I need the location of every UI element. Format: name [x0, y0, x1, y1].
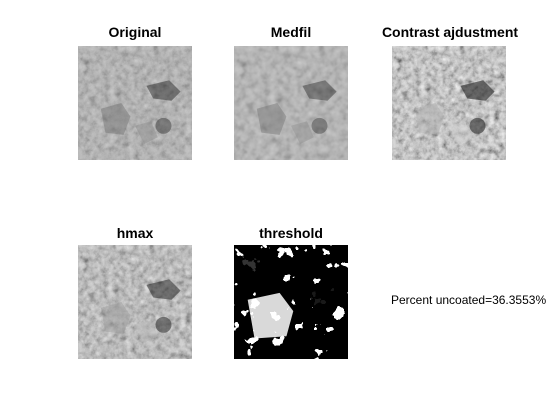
panel-title-original: Original	[108, 24, 162, 40]
image-contrast-adjustment	[392, 46, 506, 160]
panel-title-hmax: hmax	[116, 225, 154, 241]
panel-title-contrast-adjustment: Contrast ajdustment	[381, 24, 519, 40]
image-threshold	[234, 245, 348, 359]
image-hmax	[78, 245, 192, 359]
panel-title-medfil: Medfil	[270, 24, 312, 40]
panel-title-threshold: threshold	[259, 225, 323, 241]
image-original	[78, 46, 192, 160]
image-medfil	[234, 46, 348, 160]
percent-uncoated-text: Percent uncoated=36.3553%	[391, 293, 547, 307]
